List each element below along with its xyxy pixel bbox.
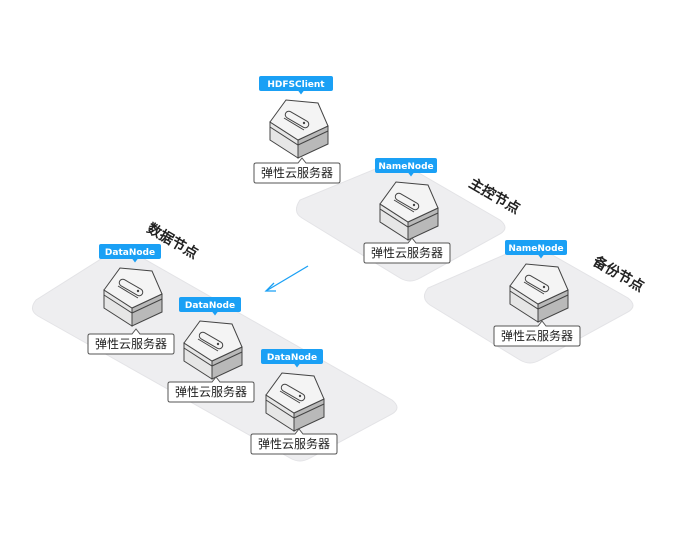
- server-label-text: 弹性云服务器: [501, 328, 573, 343]
- cloud-server-icon: [509, 263, 569, 323]
- cloud-server-icon: [103, 267, 163, 327]
- role-badge: DataNode: [261, 349, 323, 368]
- cloud-server-icon: [265, 372, 325, 432]
- role-badge-text: DataNode: [105, 248, 155, 258]
- server-label-text: 弹性云服务器: [258, 436, 330, 451]
- role-badge-text: NameNode: [508, 244, 563, 254]
- server-label: 弹性云服务器: [250, 428, 338, 455]
- node-namenode-master[interactable]: NameNode 弹性云服务器: [363, 158, 451, 264]
- node-datanode-1[interactable]: DataNode 弹性云服务器: [87, 244, 175, 355]
- role-badge: HDFSClient: [259, 76, 333, 95]
- cloud-server-icon: [183, 320, 243, 380]
- role-badge: NameNode: [505, 240, 567, 259]
- server-label: 弹性云服务器: [167, 376, 255, 403]
- cloud-server-icon: [379, 181, 439, 241]
- role-badge-text: NameNode: [378, 162, 433, 172]
- server-label: 弹性云服务器: [363, 237, 451, 264]
- server-label-text: 弹性云服务器: [95, 336, 167, 351]
- role-badge: DataNode: [179, 297, 241, 316]
- node-namenode-backup[interactable]: NameNode 弹性云服务器: [493, 240, 581, 347]
- node-datanode-3[interactable]: DataNode 弹性云服务器: [250, 349, 338, 455]
- role-badge: NameNode: [375, 158, 437, 177]
- server-label-text: 弹性云服务器: [261, 165, 333, 180]
- server-label-text: 弹性云服务器: [371, 245, 443, 260]
- node-datanode-2[interactable]: DataNode 弹性云服务器: [167, 297, 255, 403]
- role-badge-text: HDFSClient: [267, 80, 325, 90]
- cloud-server-icon: [269, 99, 329, 159]
- flow-arrow: [264, 265, 309, 292]
- role-badge-text: DataNode: [185, 301, 235, 311]
- server-label-text: 弹性云服务器: [175, 384, 247, 399]
- role-badge-text: DataNode: [267, 353, 317, 363]
- role-badge: DataNode: [99, 244, 161, 263]
- server-label: 弹性云服务器: [253, 157, 341, 184]
- node-hdfs-client[interactable]: HDFSClient 弹性云服务器: [253, 76, 341, 184]
- server-label: 弹性云服务器: [493, 320, 581, 347]
- server-label: 弹性云服务器: [87, 328, 175, 355]
